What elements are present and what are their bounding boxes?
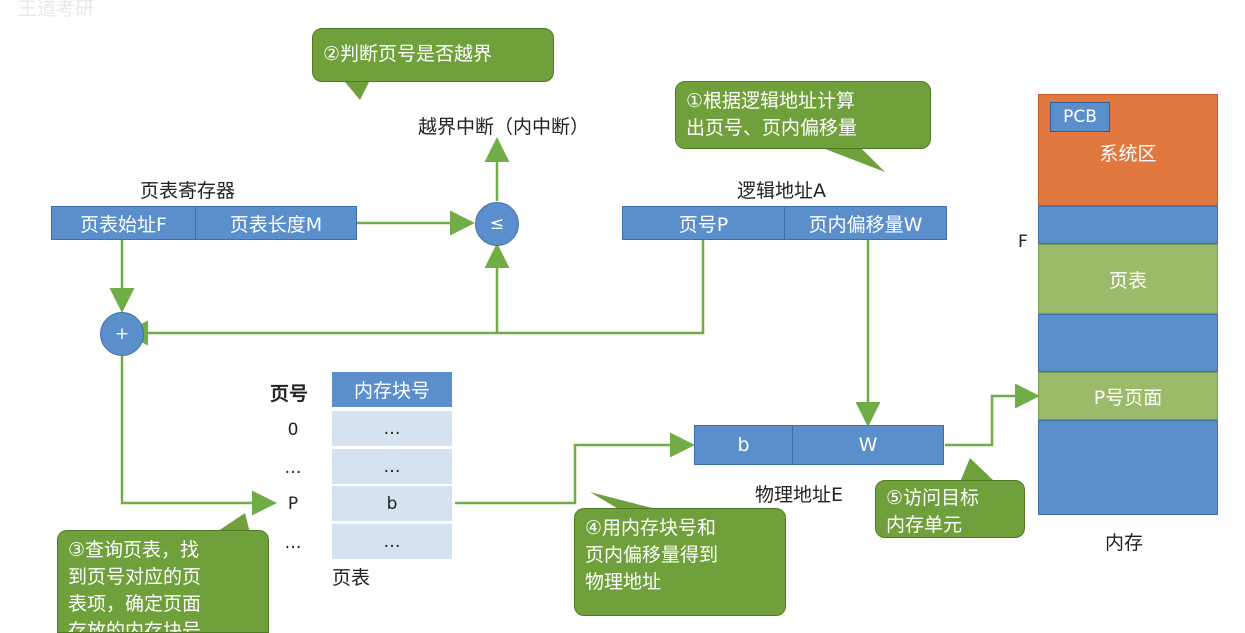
memory-page-table-area: 页表	[1038, 244, 1218, 314]
logical-address-title: 逻辑地址A	[737, 180, 826, 202]
memory-pcb-box: PCB	[1050, 102, 1110, 132]
physical-offset-field: W	[792, 425, 944, 465]
callout-step3: ③查询页表，找 到页号对应的页 表项，确定页面 存放的内存块号	[57, 530, 269, 633]
page-table-col-page: 页号	[270, 383, 309, 405]
page-table-start-field: 页表始址F	[51, 206, 196, 240]
memory-block-b	[1038, 314, 1218, 372]
memory-p-page-area: P号页面	[1038, 372, 1218, 420]
page-table-row-3-block: …	[332, 524, 452, 559]
logical-page-field: 页号P	[622, 206, 785, 240]
page-table-caption: 页表	[332, 567, 371, 589]
page-table-row-0-block: …	[332, 411, 452, 446]
callout-step5: ⑤访问目标 内存单元	[875, 480, 1025, 538]
callout-step4: ④用内存块号和 页内偏移量得到 物理地址	[574, 508, 786, 616]
page-table-row-0-page: 0	[287, 420, 299, 440]
memory-f-marker: F	[1018, 232, 1028, 252]
memory-block-a	[1038, 206, 1218, 244]
page-table-row-2-block: b	[332, 486, 452, 521]
physical-block-field: b	[694, 425, 793, 465]
callout-step2-tail	[340, 76, 372, 100]
page-table-register-title: 页表寄存器	[140, 180, 236, 202]
compare-circle: ≤	[475, 202, 519, 246]
callout-step3-tail	[215, 513, 250, 533]
callout-step1: ①根据逻辑地址计算 出页号、页内偏移量	[675, 81, 931, 149]
page-table-row-3-page: …	[284, 533, 302, 553]
callout-step5-tail	[960, 458, 995, 482]
physical-address-title: 物理地址E	[755, 484, 844, 506]
interrupt-label: 越界中断（内中断）	[418, 116, 590, 138]
arrow-physical-to-memory	[945, 383, 1040, 447]
arrow-block-to-physical	[455, 432, 695, 505]
arrow-adder-to-table	[120, 356, 277, 516]
callout-step4-tail	[590, 492, 660, 510]
memory-block-c	[1038, 420, 1218, 515]
adder-circle: +	[100, 312, 144, 356]
page-table-length-field: 页表长度M	[195, 206, 357, 240]
page-table-col-block: 内存块号	[332, 372, 452, 407]
arrow-page-to-adder	[123, 240, 705, 346]
page-table-row-1-page: …	[284, 458, 302, 478]
callout-step2: ②判断页号是否越界	[312, 28, 554, 82]
page-table-row-1-block: …	[332, 449, 452, 484]
watermark-text: 王道考研	[18, 0, 95, 20]
logical-offset-field: 页内偏移量W	[784, 206, 947, 240]
page-table-row-2-page: P	[287, 494, 299, 514]
callout-step1-tail	[820, 147, 885, 172]
memory-caption: 内存	[1105, 532, 1144, 554]
